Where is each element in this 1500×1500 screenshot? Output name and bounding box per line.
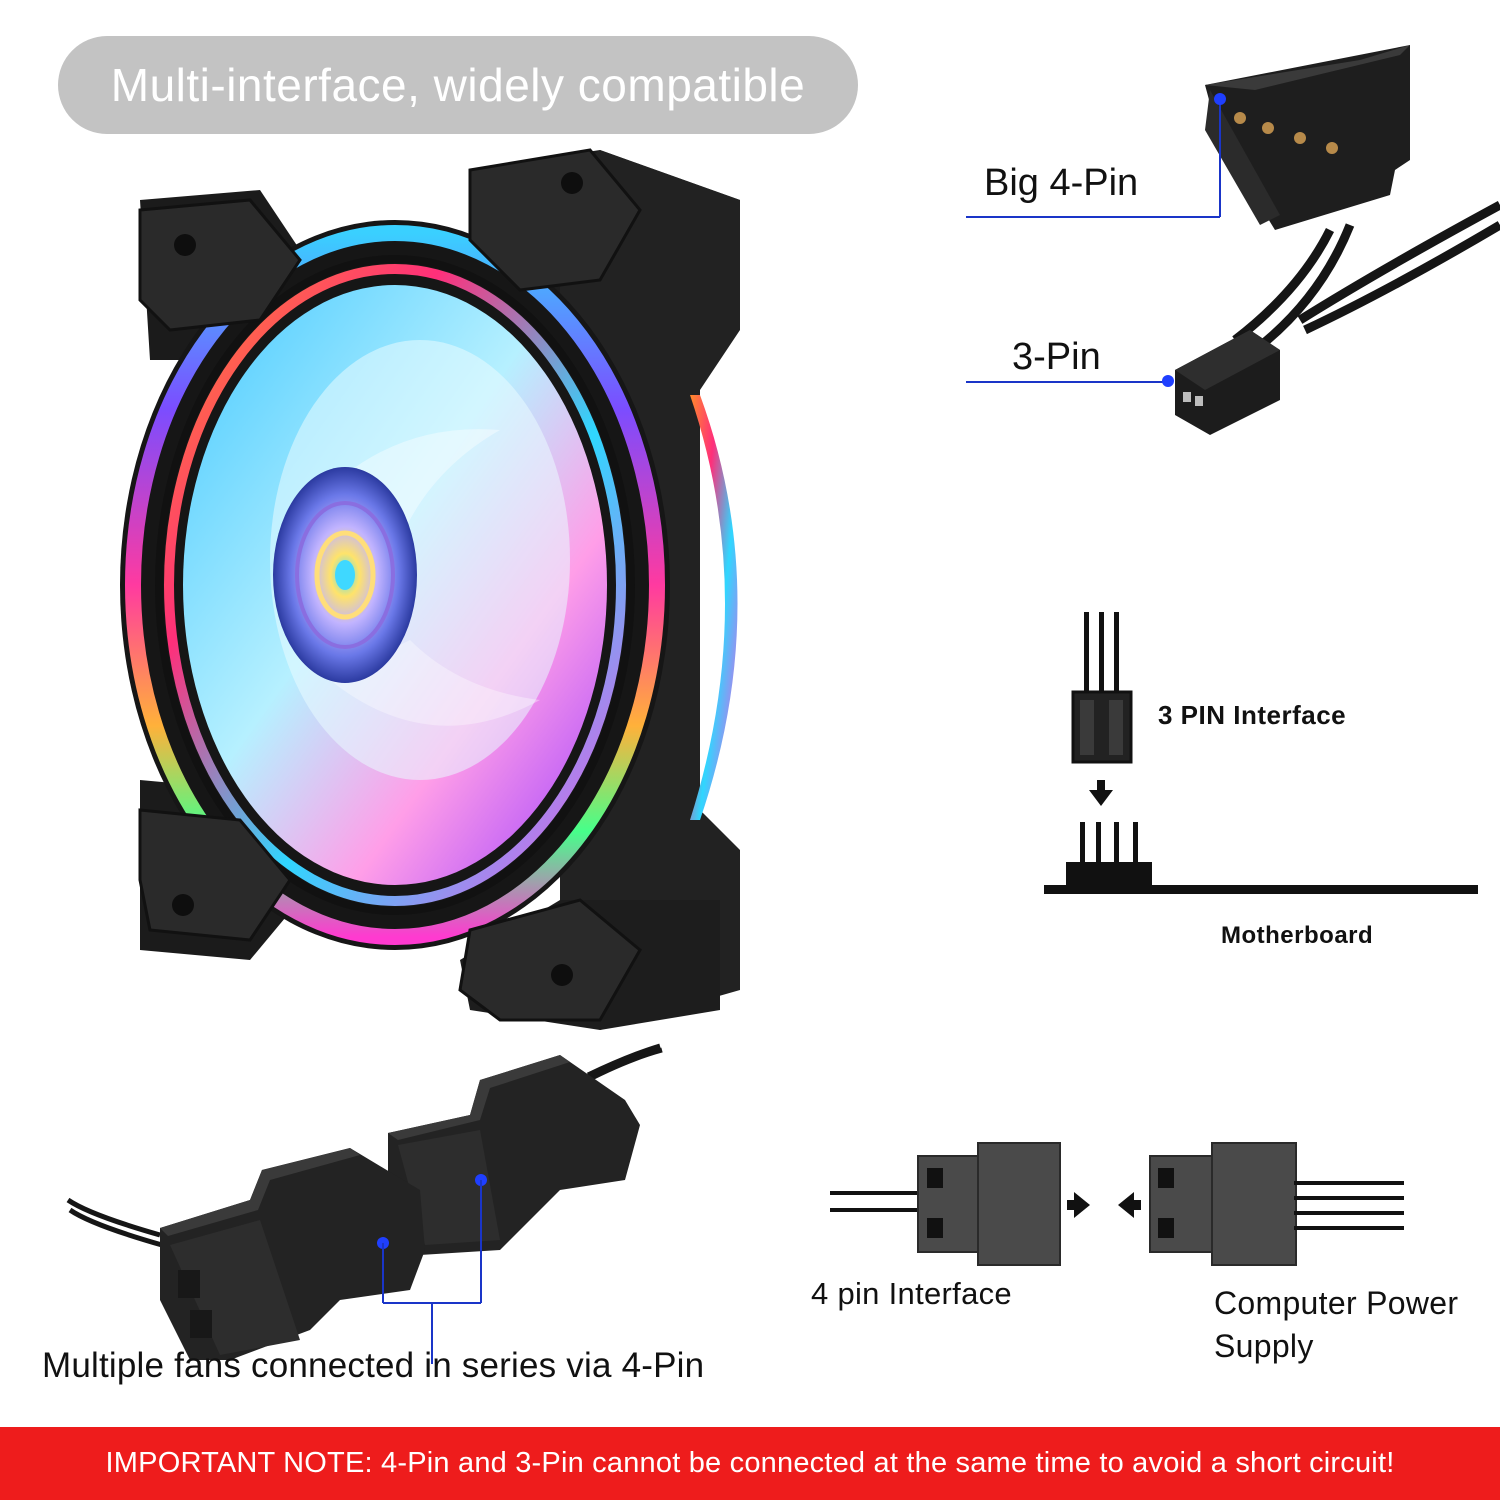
motherboard-3pin-diagram (1044, 612, 1478, 894)
psu-4pin-diagram (830, 1142, 1404, 1266)
3pin-connector-icon (1175, 330, 1280, 435)
arrow-right-icon (1067, 1192, 1090, 1218)
motherboard-label: Motherboard (1221, 922, 1374, 949)
arrow-left-icon (1118, 1192, 1141, 1218)
series-connectors (66, 1043, 663, 1360)
molex-4pin-connector-icon (1205, 45, 1500, 354)
3pin-interface-label: 3 PIN Interface (1158, 700, 1347, 730)
arrow-down-icon (1089, 780, 1113, 806)
series-caption: Multiple fans connected in series via 4-… (42, 1346, 705, 1385)
important-note-bar: IMPORTANT NOTE: 4-Pin and 3-Pin cannot b… (0, 1427, 1500, 1500)
callout-3pin (966, 375, 1174, 387)
power-supply-label: Computer Power Supply (1214, 1285, 1459, 1364)
title-pill: Multi-interface, widely compatible (58, 36, 858, 134)
rgb-fan-icon (120, 148, 740, 1030)
callout-big-4pin (966, 93, 1226, 218)
3pin-label: 3-Pin (1012, 336, 1101, 378)
4pin-interface-label: 4 pin Interface (811, 1276, 1012, 1311)
important-note-text: IMPORTANT NOTE: 4-Pin and 3-Pin cannot b… (105, 1447, 1395, 1479)
page-title: Multi-interface, widely compatible (110, 59, 806, 111)
big-4pin-label: Big 4-Pin (984, 162, 1139, 204)
callout-series (377, 1174, 487, 1364)
